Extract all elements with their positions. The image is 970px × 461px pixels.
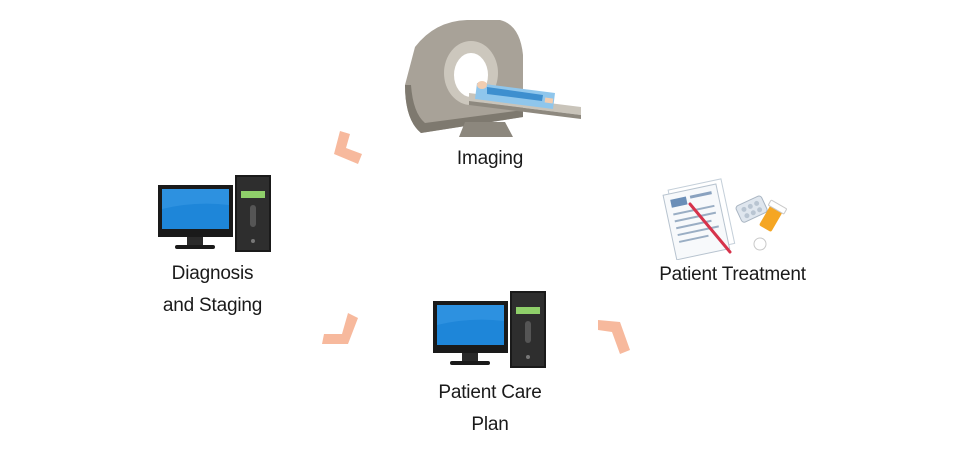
- diagnosis-staging-label-line-1: Diagnosis: [171, 263, 254, 284]
- computer-workstation-icon: [158, 175, 271, 252]
- patient-care-plan-label: Patient Care Plan: [400, 377, 580, 441]
- patient-treatment-label-line: Patient Treatment: [659, 264, 806, 285]
- prescription-medication-icon: [662, 178, 787, 260]
- ct-scanner-icon: [405, 20, 581, 137]
- chevron-arrow-diagnosis-to-care-plan: [322, 313, 358, 344]
- imaging-label: Imaging: [410, 143, 570, 175]
- chevron-arrow-imaging-to-diagnosis: [334, 131, 362, 164]
- patient-care-plan-label-line-1: Patient Care: [438, 382, 542, 403]
- computer-workstation-icon: [433, 291, 546, 368]
- diagnosis-staging-label: Diagnosis and Staging: [120, 258, 305, 322]
- imaging-label-line: Imaging: [456, 148, 524, 169]
- chevron-arrow-care-plan-to-treatment: [598, 320, 630, 354]
- patient-treatment-label: Patient Treatment: [640, 259, 825, 291]
- patient-care-plan-label-line-2: Plan: [471, 414, 509, 435]
- diagnosis-staging-label-line-2: and Staging: [162, 295, 263, 316]
